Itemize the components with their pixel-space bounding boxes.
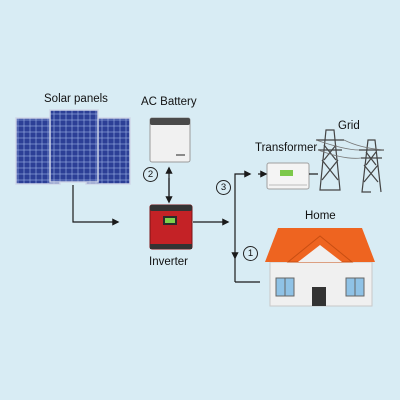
power-pylon-icon: [315, 129, 385, 193]
transformer-icon: [266, 162, 310, 190]
solar-panels-label: Solar panels: [44, 93, 108, 105]
connection-lines: [72, 166, 318, 283]
inverter-label: Inverter: [149, 256, 188, 268]
transformer-label: Transformer: [255, 142, 318, 154]
marker-3: 3: [216, 180, 231, 195]
solar-panels-icon: [15, 109, 131, 185]
home-icon: [265, 228, 375, 307]
grid-label: Grid: [338, 120, 360, 132]
marker-2: 2: [143, 167, 158, 182]
ac-battery-icon: [149, 117, 191, 163]
ac-battery-label: AC Battery: [141, 96, 197, 108]
home-label: Home: [305, 210, 336, 222]
inverter-icon: [149, 204, 193, 250]
marker-1: 1: [243, 246, 258, 261]
